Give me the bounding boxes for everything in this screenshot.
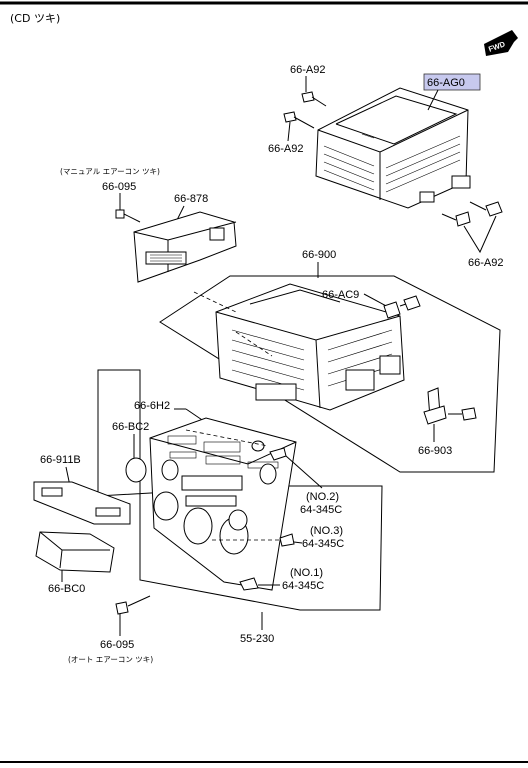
cd-changer-unit (315, 87, 471, 209)
screw-095-top-icon (115, 209, 141, 223)
fwd-arrow-icon: FWD (484, 30, 518, 56)
callout-66-a92-left: 66-A92 (268, 143, 303, 155)
callout-66-6h2: 66-6H2 (134, 400, 170, 412)
audio-unit-group-frame (159, 275, 501, 473)
callout-66-911b: 66-911B (40, 454, 81, 466)
callout-64-345c-no1: 64-345C (282, 580, 324, 592)
screw-095-bottom-icon (115, 595, 151, 615)
note-manual-aircon: (マニュアル エアーコン ツキ) (60, 167, 160, 176)
bolt-ac9-icon (383, 295, 421, 319)
callout-no3: (NO.3) (310, 525, 343, 537)
callout-64-345c-no3: 64-345C (302, 538, 344, 550)
clip-no2-icon (251, 440, 287, 461)
callout-66-095-top: 66-095 (102, 181, 136, 193)
switch-bracket (133, 211, 237, 283)
note-auto-aircon: (オート エアーコン ツキ) (68, 655, 153, 664)
callout-no2: (NO.2) (306, 491, 339, 503)
callout-55-230: 55-230 (240, 633, 274, 645)
panel-911b (33, 481, 131, 525)
callout-64-345c-no2: 64-345C (300, 504, 342, 516)
callout-66-a92-top: 66-A92 (290, 64, 325, 76)
audio-unit-chassis (215, 283, 405, 411)
callout-66-bc0: 66-BC0 (48, 583, 85, 595)
callout-66-903: 66-903 (418, 445, 452, 457)
callout-no1: (NO.1) (290, 567, 323, 579)
cd-unit-vent (323, 135, 461, 193)
center-panel (149, 417, 297, 591)
header-title: (CD ツキ) (10, 12, 60, 25)
callout-66-ac9: 66-AC9 (322, 289, 359, 301)
screw-a92-left-icon (283, 111, 315, 129)
callout-66-900: 66-900 (302, 249, 336, 261)
screw-a92-top-icon (301, 91, 327, 107)
knob-bc2 (125, 457, 147, 483)
callout-66-a92-right: 66-A92 (468, 257, 503, 269)
callout-66-095-bottom: 66-095 (100, 639, 134, 651)
callout-66-bc2: 66-BC2 (112, 421, 149, 433)
callout-66-878: 66-878 (174, 193, 208, 205)
clip-no3-icon (279, 533, 295, 547)
screw-a92-right-icon (441, 201, 503, 227)
bracket-903-icon (423, 387, 477, 425)
clip-no1-icon (239, 577, 259, 591)
callout-66-ag0: 66-AG0 (427, 77, 465, 89)
ag0-highlight (423, 73, 481, 91)
panel-bc0 (35, 531, 115, 573)
